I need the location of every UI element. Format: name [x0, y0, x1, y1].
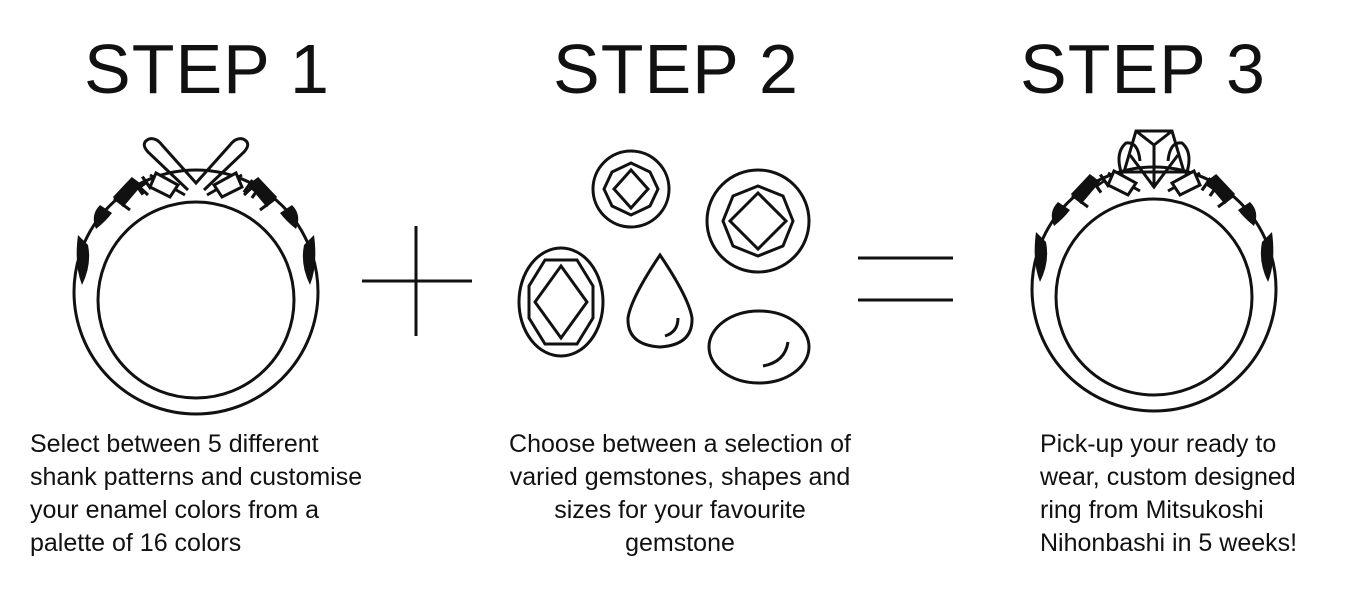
step-1-line: shank patterns and customise	[30, 463, 363, 491]
step-3-description: Pick-up your ready to wear, custom desig…	[1040, 428, 1340, 560]
step-2-line: Choose between a selection of	[509, 430, 851, 458]
step-2-line: gemstone	[625, 529, 735, 557]
plus-icon	[362, 226, 472, 336]
step-2-line: varied gemstones, shapes and	[509, 463, 851, 491]
step-1-line: Select between 5 different	[30, 430, 319, 458]
ring-shank-icon: H H	[72, 137, 320, 416]
step-2-description: Choose between a selection of varied gem…	[470, 428, 890, 560]
gemstones-icon	[517, 149, 811, 385]
step-1-line: your enamel colors from a	[30, 496, 320, 524]
step-2-title: STEP 2	[553, 30, 799, 108]
step-3-line: ring from Mitsukoshi	[1040, 496, 1264, 524]
step-1-description: Select between 5 different shank pattern…	[30, 428, 430, 560]
equals-icon	[858, 256, 953, 302]
step-1-line: palette of 16 colors	[30, 529, 242, 557]
step-3-line: wear, custom designed	[1040, 463, 1296, 491]
step-3-line: Pick-up your ready to	[1040, 430, 1277, 458]
step-1-title: STEP 1	[84, 30, 330, 108]
step-3-title: STEP 3	[1020, 30, 1266, 108]
step-2-line: sizes for your favourite	[554, 496, 806, 524]
finished-ring-icon: H H	[1030, 129, 1278, 413]
step-3-line: Nihonbashi in 5 weeks!	[1040, 529, 1298, 557]
